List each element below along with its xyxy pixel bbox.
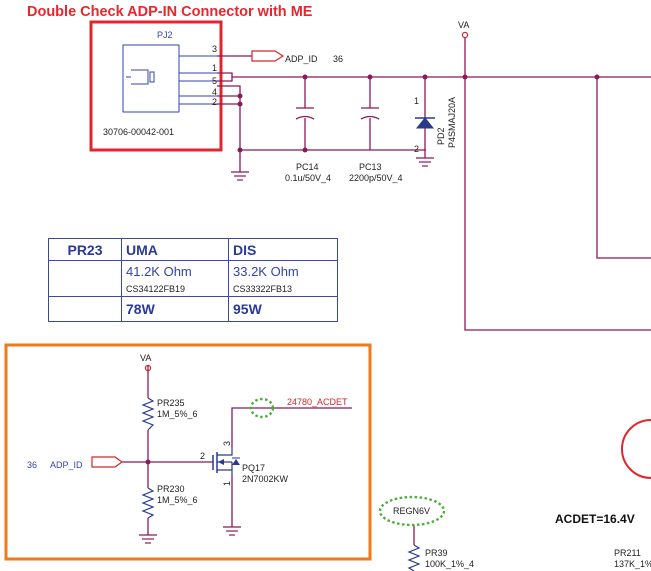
table-cell (48, 282, 122, 297)
table-header-cell: PR23 (48, 238, 122, 261)
adp-id-input-connector (91, 456, 124, 468)
pr235-ref: PR235 (157, 398, 185, 408)
diode-pd2: 1 2 PD2 P4SMAJ20A (414, 96, 457, 154)
pr23-selection-table: PR23 UMA DIS 41.2K Ohm 33.2K Ohm CS34122… (48, 238, 338, 322)
pq17-ref: PQ17 (242, 463, 265, 473)
pin-number: 2 (212, 97, 217, 107)
connector-pj2: PJ2 3 1 5 4 2 30706-00042-001 (103, 30, 217, 137)
connector-part-number: 30706-00042-001 (103, 127, 174, 137)
acdet-voltage-note: ACDET=16.4V (555, 512, 635, 526)
resistor-pr230: PR230 1M_5%_6 (141, 484, 198, 519)
pr39-ref: PR39 (425, 548, 448, 558)
pin-number: 4 (212, 87, 217, 97)
adp-id-net-label: ADP_ID (285, 54, 318, 64)
pd2-ref: PD2 (436, 127, 446, 145)
table-cell: 41.2K Ohm (121, 260, 229, 282)
pq17-pin-d: 3 (222, 441, 232, 446)
capacitor-pc13: PC13 2200p/50V_4 (349, 107, 403, 183)
va-power-symbol: VA (140, 353, 151, 372)
adp-detect-highlight-box (4, 343, 372, 561)
pd2-value: P4SMAJ20A (447, 97, 457, 148)
pin-number: 3 (212, 44, 217, 54)
va-label: VA (458, 20, 469, 30)
ground-symbol (139, 534, 157, 544)
table-header-cell: UMA (121, 238, 229, 261)
pc13-ref: PC13 (359, 162, 382, 172)
table-cell: 78W (121, 296, 229, 322)
adp-id-page-ref: 36 (333, 54, 343, 64)
table-row: CS34122FB19 CS33322FB13 (48, 282, 338, 297)
connector-ref: PJ2 (157, 30, 173, 40)
acdet-net-label: 24780_ACDET (287, 397, 348, 407)
pin-number: 1 (212, 63, 217, 73)
pin-number: 5 (212, 76, 217, 86)
table-cell: 95W (228, 296, 338, 322)
table-row: 78W 95W (48, 296, 338, 322)
ground-symbol (416, 157, 434, 167)
regn6v-label: REGN6V (393, 506, 430, 516)
schematic-title: Double Check ADP-IN Connector with ME (27, 4, 313, 20)
pc14-value: 0.1u/50V_4 (285, 173, 331, 183)
table-cell (48, 260, 122, 282)
jack-symbol (126, 69, 149, 85)
table-cell: CS33322FB13 (228, 282, 338, 297)
table-header-cell: DIS (228, 238, 338, 261)
wires (122, 37, 651, 545)
pc13-value: 2200p/50V_4 (349, 173, 403, 183)
resistor-pr235: PR235 1M_5%_6 (141, 397, 198, 431)
pr235-value: 1M_5%_6 (157, 409, 198, 419)
va-label: VA (140, 353, 151, 363)
ground-symbol (223, 526, 241, 536)
connector-body (122, 44, 180, 113)
adp-id-offpage-connector (251, 50, 285, 62)
pq17-value: 2N7002KW (242, 474, 289, 484)
table-cell: CS34122FB19 (121, 282, 229, 297)
junction-dots (145, 74, 600, 465)
pq17-pin-g: 2 (200, 451, 205, 461)
pr211-ref: PR211 (614, 548, 641, 558)
pr230-ref: PR230 (157, 484, 185, 494)
table-cell (48, 296, 122, 322)
pd2-pin-2: 2 (414, 144, 419, 154)
pc14-ref: PC14 (296, 162, 319, 172)
jack-pin-symbol (149, 71, 155, 83)
pd2-pin-1: 1 (414, 96, 419, 106)
capacitor-pc14: PC14 0.1u/50V_4 (285, 107, 331, 183)
adp-id-input-label: ADP_ID (50, 460, 83, 470)
resistor-pr39: PR39 100K_1%_4 (407, 544, 474, 571)
pr39-value: 100K_1%_4 (425, 559, 474, 569)
table-cell: 33.2K Ohm (228, 260, 338, 282)
mosfet-pq17: 2 3 1 PQ17 2N7002KW (200, 441, 289, 486)
table-header-row: PR23 UMA DIS (48, 238, 338, 261)
ground-symbol (231, 171, 249, 181)
adp-id-input-page-ref: 36 (27, 460, 37, 470)
partial-highlight-circle (621, 419, 651, 479)
pr230-value: 1M_5%_6 (157, 495, 198, 505)
acdet-green-highlight (249, 397, 275, 419)
pr211-value: 137K_1% (614, 559, 651, 569)
va-power-symbol: VA (458, 20, 469, 39)
pq17-pin-s: 1 (222, 481, 232, 486)
regn6v-green-highlight (378, 495, 446, 527)
table-row: 41.2K Ohm 33.2K Ohm (48, 260, 338, 282)
